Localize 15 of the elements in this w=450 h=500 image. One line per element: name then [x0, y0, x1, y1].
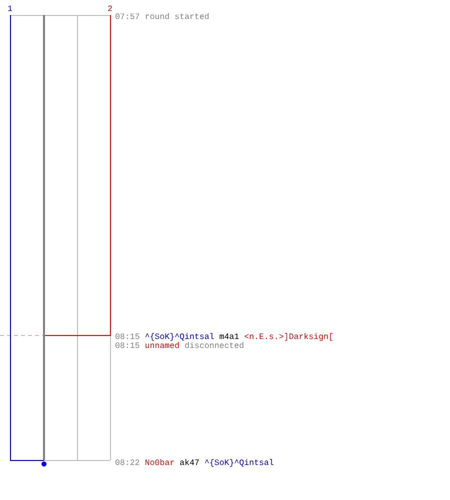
timestamp: 08:15 [116, 342, 140, 348]
log-text: unnamed [146, 342, 179, 348]
log-text: m4a1 [220, 334, 239, 340]
log-text: ^{SoK}^Qintsal [145, 333, 214, 341]
player-number: 2 [108, 5, 112, 11]
timestamp: 08:15 [116, 333, 140, 340]
log-text: disconnected [185, 342, 244, 348]
timestamp: 07:57 [116, 13, 140, 20]
log-text: round started [146, 13, 209, 20]
log-text: <n.E.s.>]Darksign[ [244, 333, 332, 341]
log-text: ^{SoK}^Qintsal [204, 459, 274, 467]
player-number: 1 [8, 6, 12, 11]
timestamp: 08:22 [116, 459, 140, 466]
log-text: ak47 [180, 459, 199, 466]
log-text: No0bar [145, 459, 174, 466]
